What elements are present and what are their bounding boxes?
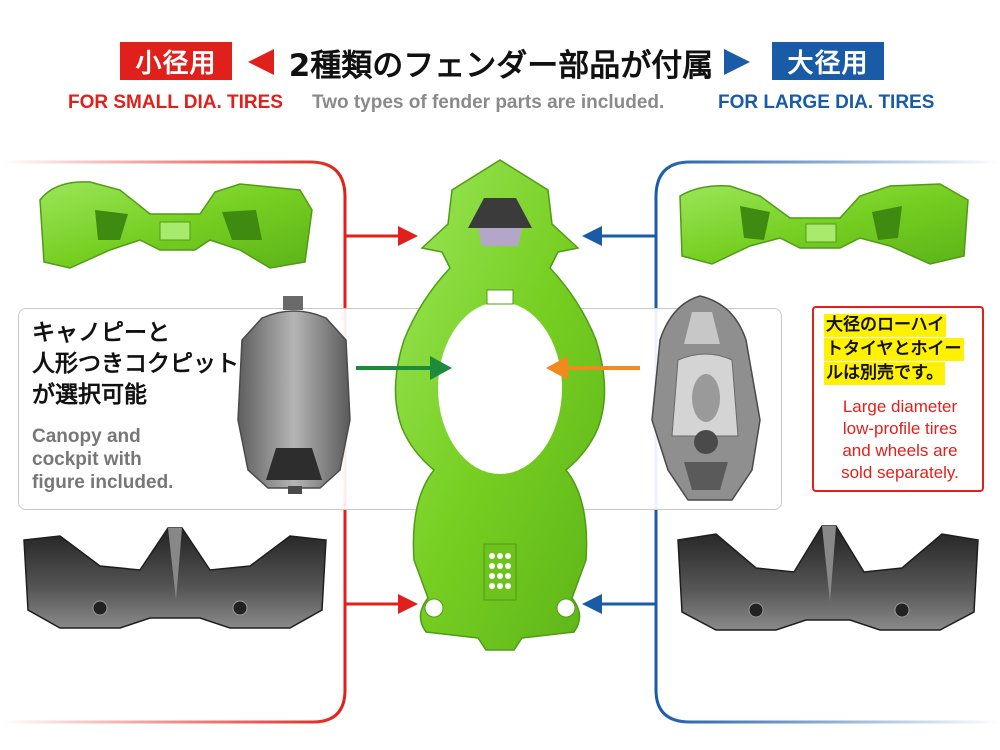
sold-en-line-2: low-profile tires: [842, 419, 958, 438]
sold-separately-box: 大径のローハイ トタイヤとホイー ルは別売です。 Large diameter …: [812, 306, 984, 492]
canopy-note-jp-1: キャノピーと: [32, 320, 170, 346]
small-dia-tag: 小径用: [120, 42, 232, 80]
canopy-note-en-3: figure included.: [32, 472, 174, 493]
blue-frame: [582, 160, 1000, 724]
small-upper-fender: [39, 181, 313, 269]
large-dia-label: FOR LARGE DIA. TIRES: [718, 92, 935, 113]
canopy-part: [237, 296, 351, 494]
small-dia-label: FOR SMALL DIA. TIRES: [68, 92, 283, 113]
large-dia-tag: 大径用: [772, 42, 884, 80]
sold-separately-en: Large diameter low-profile tires and whe…: [822, 396, 978, 484]
canopy-note-jp-2: 人形つきコクピット: [32, 351, 239, 377]
green-arrow-icon: [356, 356, 452, 380]
sold-en-line-3: and wheels are: [842, 441, 958, 460]
left-pointer-icon: [248, 49, 274, 75]
sold-jp-line-3: ルは別売です。: [824, 362, 946, 385]
canopy-note-en-2: cockpit with: [32, 449, 142, 470]
sold-separately-jp: 大径のローハイ トタイヤとホイー ルは別売です。: [824, 314, 974, 386]
cockpit-part: [651, 295, 761, 501]
orange-arrow-icon: [546, 356, 640, 380]
small-lower-fender: [23, 527, 327, 629]
large-upper-fender: [679, 183, 969, 265]
canopy-note-jp-3: が選択可能: [32, 382, 147, 408]
sold-en-line-4: sold separately.: [841, 463, 959, 482]
sold-jp-line-2: トタイヤとホイー: [824, 338, 964, 361]
canopy-note-en-1: Canopy and: [32, 426, 141, 447]
subtitle-en: Two types of fender parts are included.: [312, 92, 665, 113]
right-pointer-icon: [724, 49, 750, 75]
red-frame: [0, 160, 418, 724]
sold-jp-line-1: 大径のローハイ: [824, 314, 947, 337]
large-lower-fender: [677, 525, 979, 631]
main-body: [394, 159, 606, 651]
sold-en-line-1: Large diameter: [842, 397, 958, 416]
title-jp: 2種類のフェンダー部品が付属: [288, 47, 714, 84]
